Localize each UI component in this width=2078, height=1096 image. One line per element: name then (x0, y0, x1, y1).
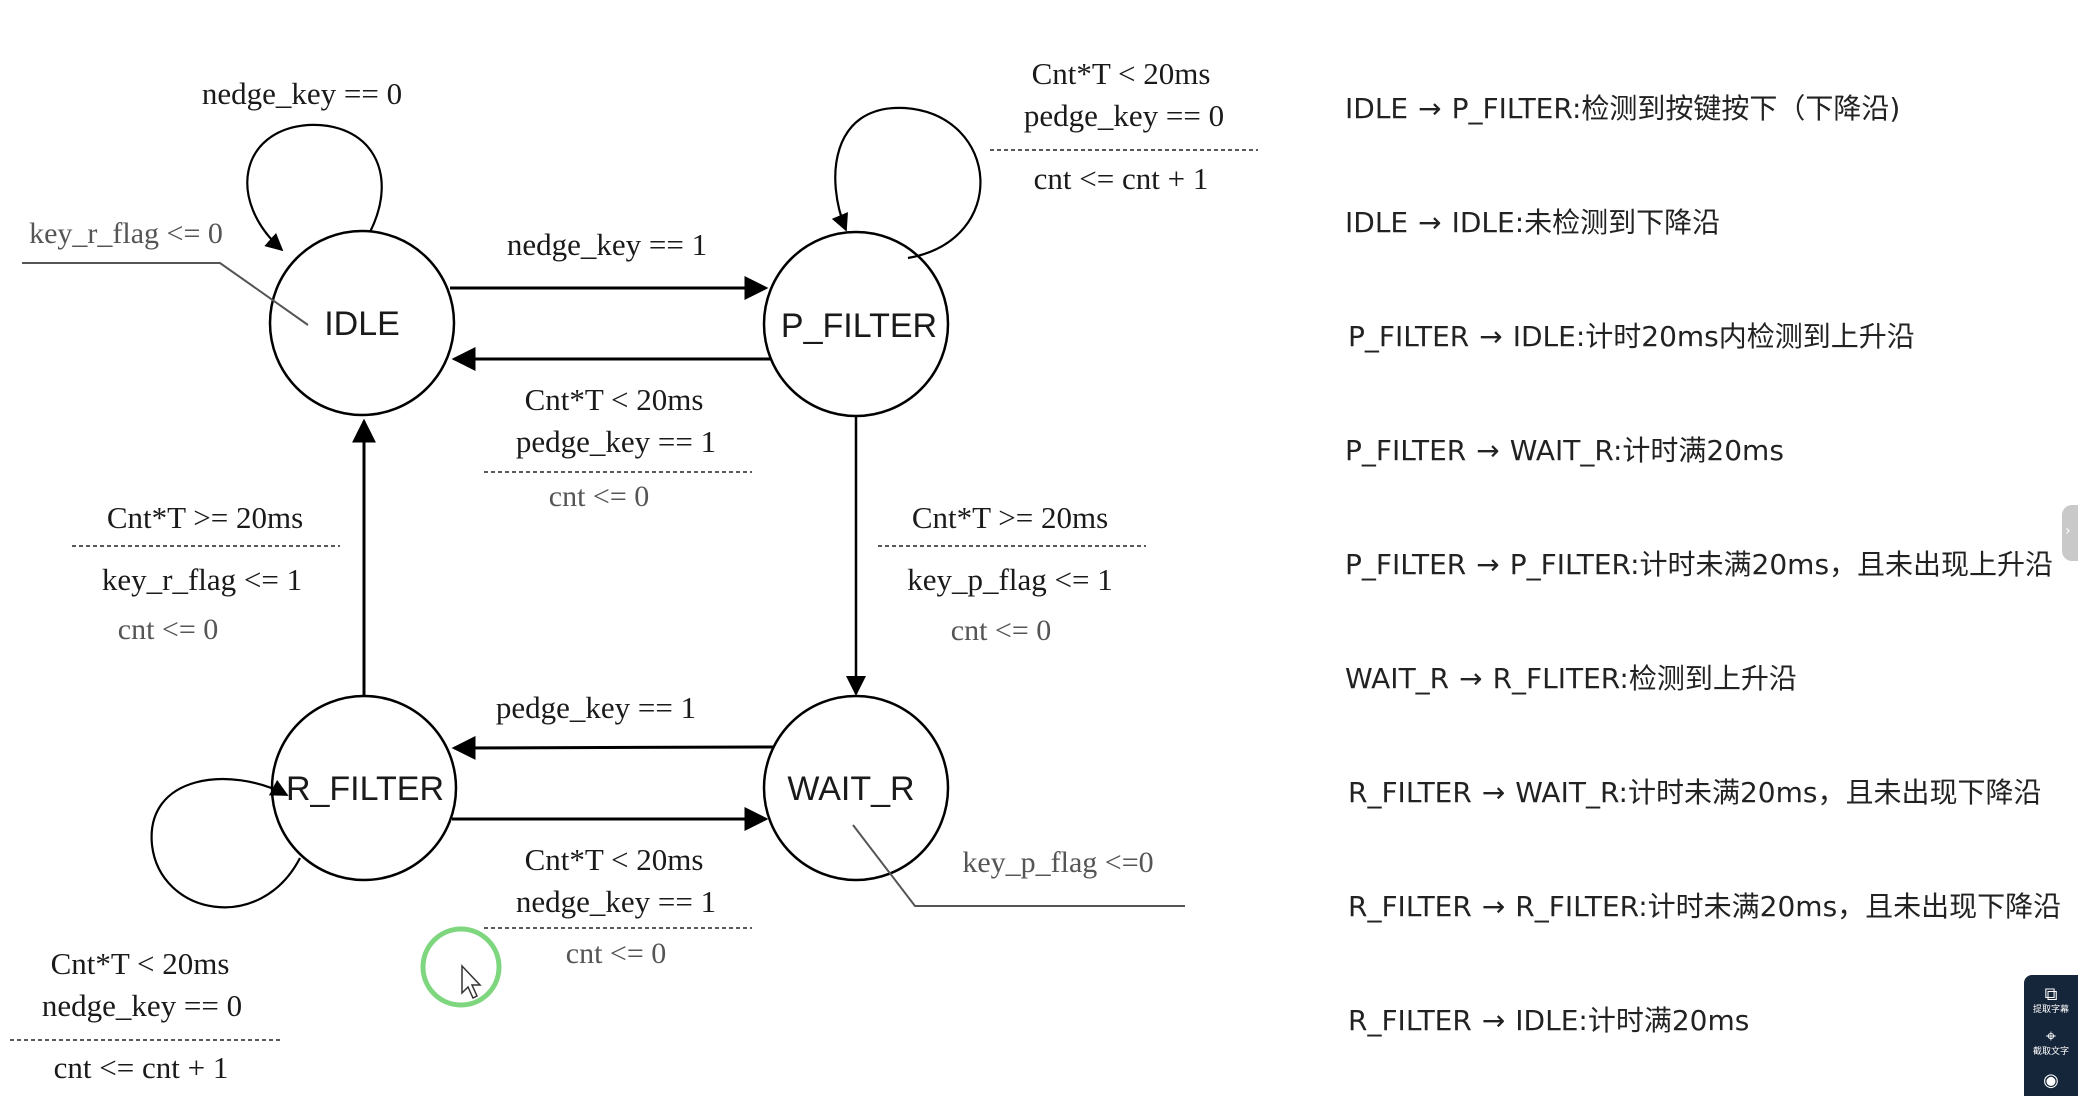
state-p-filter: P_FILTER (762, 230, 950, 418)
extract-subtitles-label: 提取字幕 (2032, 1005, 2069, 1015)
state-wait-r: WAIT_R (762, 694, 950, 882)
camera-icon: ◉ (2043, 1070, 2059, 1091)
label-p-to-idle-cond2: pedge_key == 1 (516, 424, 716, 459)
arrow-right-icon: → (1418, 206, 1441, 239)
description-to-state: R_FILTER:计时未满20ms，且未出现下降沿 (1515, 890, 2061, 923)
description-row: P_FILTER → IDLE:计时20ms内检测到上升沿 (1348, 320, 1915, 353)
scan-icon: ⌖ (2045, 1026, 2057, 1047)
description-from-state: IDLE (1345, 92, 1408, 125)
capture-text-label: 截取文字 (2032, 1047, 2069, 1057)
label-idle-to-p: nedge_key == 1 (507, 227, 707, 262)
description-from-state: P_FILTER (1345, 434, 1466, 467)
p-filter-self-loop (831, 106, 982, 260)
label-p-to-w-act1: key_p_flag <= 1 (907, 562, 1112, 597)
label-r-to-idle-act1: key_r_flag <= 1 (102, 562, 302, 597)
arrow-right-icon: → (1482, 776, 1505, 809)
r-filter-self-loop (150, 777, 301, 909)
arrow-right-icon: → (1418, 92, 1441, 125)
arrow-right-icon: → (1476, 434, 1499, 467)
description-row: P_FILTER → WAIT_R:计时满20ms (1345, 434, 1784, 467)
state-wait-r-label: WAIT_R (787, 770, 914, 808)
label-p-to-w-cond: Cnt*T >= 20ms (912, 500, 1108, 535)
mouse-cursor-icon (461, 964, 482, 1000)
description-row: R_FILTER → WAIT_R:计时未满20ms，且未出现下降沿 (1348, 776, 2041, 809)
description-from-state: R_FILTER (1348, 890, 1472, 923)
state-r-filter: R_FILTER (270, 694, 458, 882)
arrow-right-icon: → (1459, 662, 1482, 695)
description-from-state: WAIT_R (1345, 662, 1449, 695)
camera-button[interactable]: ◉ (2024, 1071, 2078, 1091)
label-r-to-idle-act2: cnt <= 0 (118, 613, 219, 646)
description-to-state: IDLE:计时20ms内检测到上升沿 (1513, 320, 1915, 353)
description-to-state: WAIT_R:计时未满20ms，且未出现下降沿 (1515, 776, 2041, 809)
description-to-state: IDLE:未检测到下降沿 (1452, 206, 1721, 239)
description-to-state: WAIT_R:计时满20ms (1510, 434, 1784, 467)
arrow-right-icon: → (1479, 320, 1502, 353)
description-to-state: IDLE:计时满20ms (1515, 1004, 1749, 1037)
transition-description-list: IDLE → P_FILTER:检测到按键按下（下降沿) IDLE → IDLE:未检测到… (1345, 92, 2061, 1037)
capture-text-button[interactable]: ⌖ 截取文字 (2024, 1026, 2078, 1058)
label-p-to-idle-cond1: Cnt*T < 20ms (525, 382, 704, 417)
label-p-to-w-act2: cnt <= 0 (951, 614, 1052, 647)
description-row: R_FILTER → IDLE:计时满20ms (1348, 1004, 1749, 1037)
arrow-right-icon: → (1482, 890, 1505, 923)
chevron-right-icon: › (2065, 523, 2071, 539)
label-r-self-cond2: nedge_key == 0 (42, 988, 242, 1023)
label-key-p-flag-0: key_p_flag <=0 (962, 846, 1153, 879)
callout-wait-r (852, 824, 1185, 907)
label-p-self-act: cnt <= cnt + 1 (1034, 161, 1209, 196)
state-p-filter-label: P_FILTER (781, 307, 937, 345)
description-row: IDLE → P_FILTER:检测到按键按下（下降沿) (1345, 92, 1900, 125)
description-row: WAIT_R → R_FLITER:检测到上升沿 (1345, 662, 1797, 695)
arrow-wait-r-to-r-filter (451, 735, 775, 760)
label-p-self-cond2: pedge_key == 0 (1024, 98, 1224, 133)
label-r-self-cond1: Cnt*T < 20ms (51, 946, 230, 981)
label-r-to-w-cond1: Cnt*T < 20ms (525, 842, 704, 877)
callout-idle (22, 262, 309, 326)
description-from-state: P_FILTER (1345, 548, 1466, 581)
arrow-right-icon: → (1482, 1004, 1505, 1037)
description-row: R_FILTER → R_FILTER:计时未满20ms，且未出现下降沿 (1348, 890, 2061, 923)
idle-self-loop (246, 123, 383, 252)
arrow-right-icon: → (1476, 548, 1499, 581)
side-panel-toggle[interactable]: › (2062, 505, 2078, 561)
label-p-self-cond1: Cnt*T < 20ms (1032, 56, 1211, 91)
description-from-state: R_FILTER (1348, 776, 1472, 809)
cursor-highlight-ring (420, 926, 502, 1008)
description-from-state: IDLE (1345, 206, 1408, 239)
state-idle-label: IDLE (324, 305, 400, 343)
label-w-to-r: pedge_key == 1 (496, 690, 696, 725)
description-to-state: P_FILTER:计时未满20ms，且未出现上升沿 (1510, 548, 2053, 581)
description-to-state: R_FLITER:检测到上升沿 (1493, 662, 1797, 695)
label-p-to-idle-act: cnt <= 0 (549, 480, 650, 513)
subtitle-icon: ⧉ (2044, 984, 2058, 1005)
state-idle: IDLE (268, 229, 456, 417)
label-r-to-w-act: cnt <= 0 (566, 937, 667, 970)
extract-subtitles-button[interactable]: ⧉ 提取字幕 (2024, 984, 2078, 1016)
description-row: IDLE → IDLE:未检测到下降沿 (1345, 206, 1720, 239)
state-r-filter-label: R_FILTER (286, 770, 444, 808)
description-from-state: R_FILTER (1348, 1004, 1472, 1037)
label-r-self-act: cnt <= cnt + 1 (54, 1050, 229, 1085)
label-idle-self: nedge_key == 0 (202, 76, 402, 111)
description-to-state: P_FILTER:检测到按键按下（下降沿) (1452, 92, 1901, 125)
label-r-to-w-cond2: nedge_key == 1 (516, 884, 716, 919)
description-row: P_FILTER → P_FILTER:计时未满20ms，且未出现上升沿 (1345, 548, 2053, 581)
label-key-r-flag-0: key_r_flag <= 0 (29, 217, 223, 250)
label-r-to-idle-cond: Cnt*T >= 20ms (107, 500, 303, 535)
description-from-state: P_FILTER (1348, 320, 1469, 353)
floating-tool-panel: ⧉ 提取字幕 ⌖ 截取文字 ◉ (2024, 975, 2078, 1096)
